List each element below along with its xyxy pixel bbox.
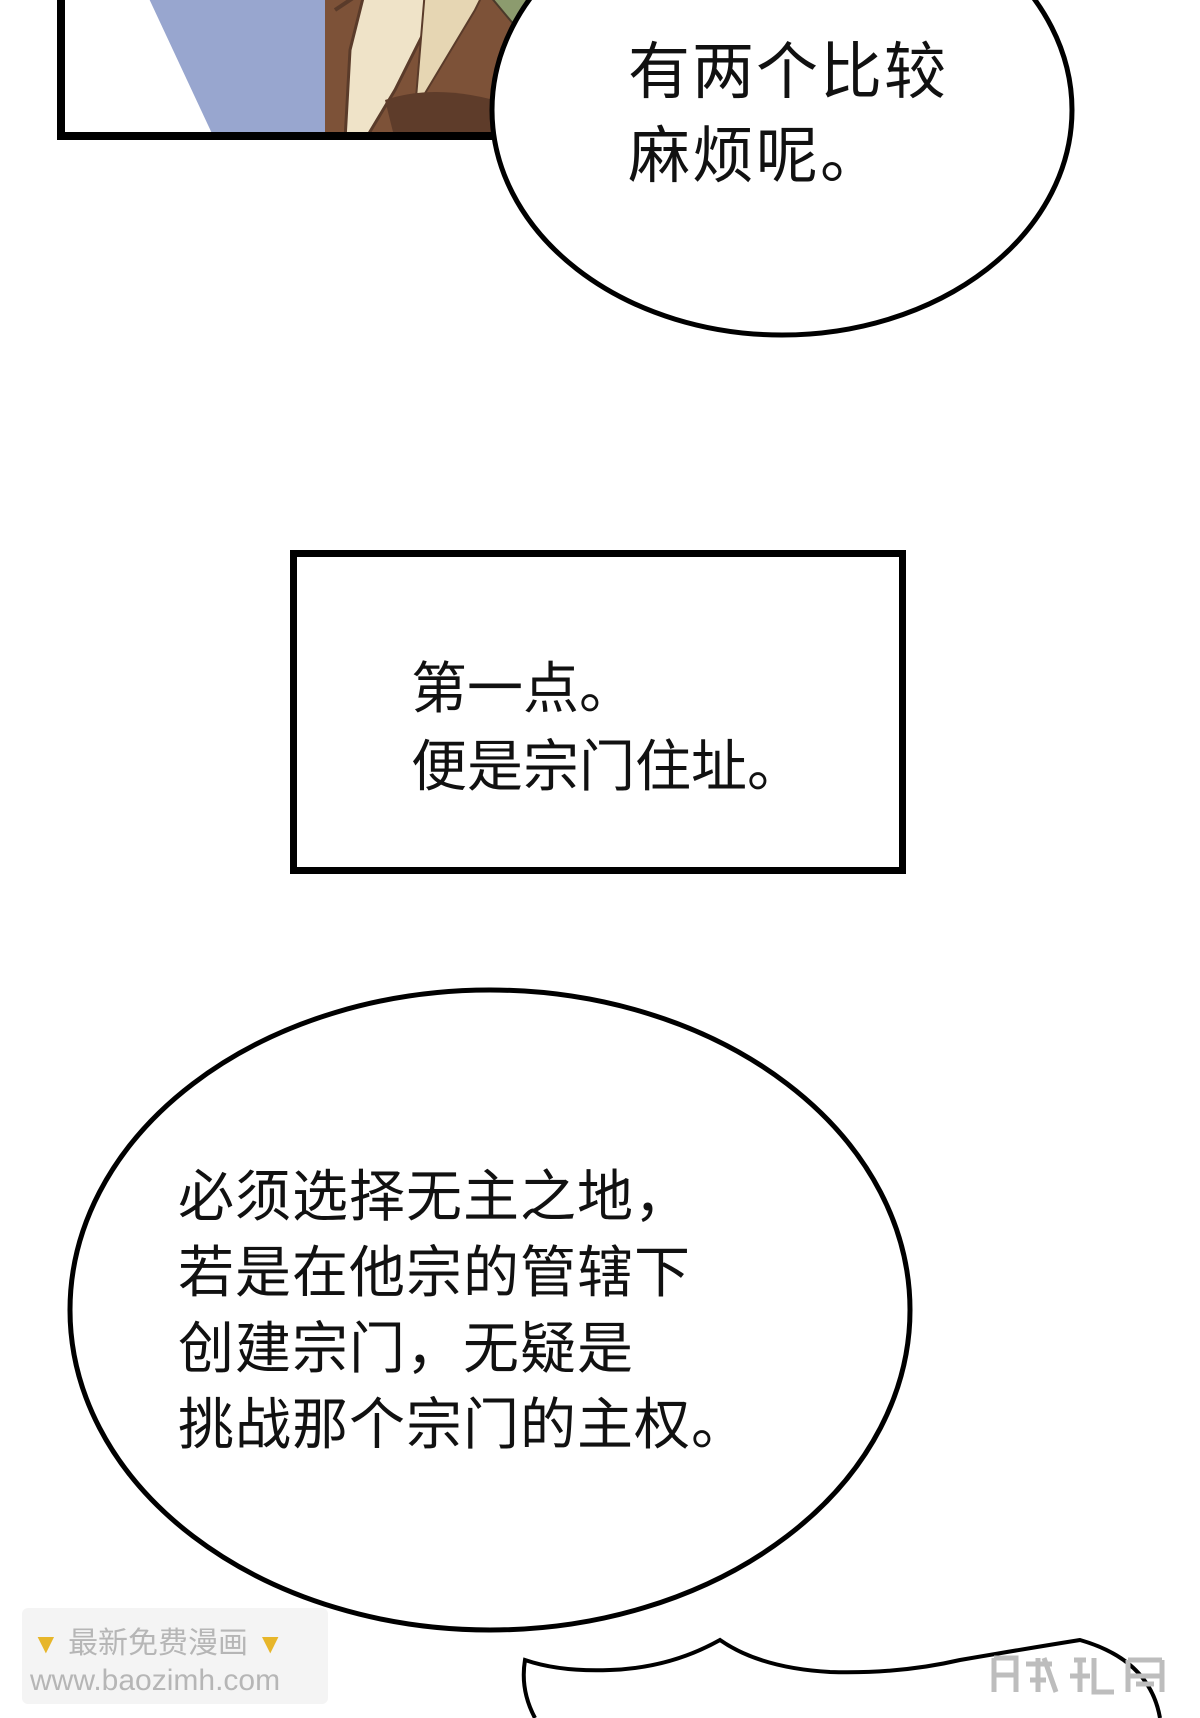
publisher-logo-icon bbox=[991, 1655, 1165, 1695]
top-bubble-line: 有两个比较 bbox=[628, 35, 949, 108]
bottom-bubble-text: 必须选择无主之地， 若是在他宗的管辖下 创建宗门，无疑是 挑战那个宗门的主权。 bbox=[178, 1160, 748, 1464]
pointing-down-hand-icon: ▼ bbox=[32, 1628, 60, 1659]
site-watermark: ▼ 最新免费漫画 ▼ www.baozimh.com bbox=[22, 1608, 328, 1704]
watermark-title: 最新免费漫画 bbox=[68, 1627, 249, 1660]
bottom-bubble-line: 必须选择无主之地， bbox=[178, 1165, 691, 1230]
bottom-bubble-shape bbox=[67, 987, 913, 1633]
top-bubble-shape bbox=[489, 0, 1075, 338]
bottom-bubble-line: 若是在他宗的管辖下 bbox=[178, 1241, 691, 1306]
bottom-bubble-line: 挑战那个宗门的主权。 bbox=[178, 1393, 748, 1458]
narration-text: 第一点。 便是宗门住址。 bbox=[411, 651, 803, 807]
narration-line: 第一点。 bbox=[411, 657, 635, 722]
watermark-url: www.baozimh.com bbox=[30, 1664, 281, 1697]
pointing-down-hand-icon: ▼ bbox=[256, 1628, 285, 1659]
top-bubble-text: 有两个比较 麻烦呢。 bbox=[628, 30, 948, 198]
bottom-bubble-line: 创建宗门，无疑是 bbox=[178, 1317, 634, 1382]
narration-line: 便是宗门住址。 bbox=[411, 735, 803, 800]
narration-box: 第一点。 便是宗门住址。 bbox=[290, 550, 906, 874]
top-bubble-line: 麻烦呢。 bbox=[628, 119, 885, 192]
watermark-line1: ▼ 最新免费漫画 ▼ bbox=[32, 1618, 284, 1662]
